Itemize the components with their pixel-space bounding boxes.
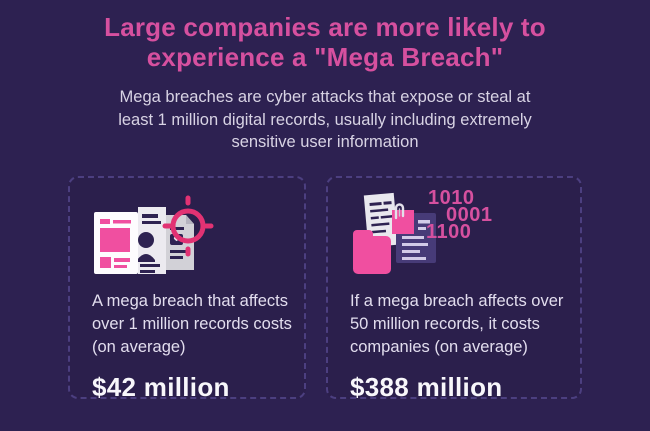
page-subtitle: Mega breaches are cyber attacks that exp… bbox=[118, 88, 532, 151]
id-card-document bbox=[137, 206, 166, 274]
front-document bbox=[94, 211, 138, 274]
breached-files-binary-icon: 1010 0001 1100 bbox=[350, 186, 574, 282]
person-silhouette bbox=[138, 231, 154, 248]
binary-line: 0001 bbox=[446, 203, 493, 226]
targeted-documents-icon-graphic bbox=[94, 195, 214, 274]
targeted-documents-icon bbox=[92, 190, 298, 282]
sticky-note bbox=[392, 202, 414, 234]
page-title: Large companies are more likely to exper… bbox=[0, 12, 650, 72]
stat-cards-row: A mega breach that affects over 1 millio… bbox=[0, 175, 650, 402]
page-title-line1: Large companies are more likely to bbox=[104, 12, 546, 42]
paperclip-icon bbox=[394, 202, 405, 219]
stat-card-1-million-records: A mega breach that affects over 1 millio… bbox=[68, 175, 306, 402]
crosshair-icon bbox=[162, 195, 214, 256]
card-description: If a mega breach affects over 50 million… bbox=[350, 291, 564, 356]
breached-files-icon-graphic bbox=[353, 192, 436, 274]
card-amount: $388 million bbox=[350, 371, 503, 402]
binary-code-text: 1010 0001 1100 bbox=[426, 186, 493, 243]
stat-card-50-million-records: 1010 0001 1100 If a mega breach affects … bbox=[326, 175, 582, 402]
header: Large companies are more likely to exper… bbox=[0, 0, 650, 154]
binary-line: 1010 bbox=[428, 186, 475, 209]
folder-icon bbox=[353, 229, 391, 274]
card-amount: $42 million bbox=[92, 371, 230, 402]
card-description: A mega breach that affects over 1 millio… bbox=[92, 291, 292, 356]
binary-line: 1100 bbox=[426, 220, 472, 243]
page-title-line2: experience a "Mega Breach" bbox=[146, 42, 504, 72]
